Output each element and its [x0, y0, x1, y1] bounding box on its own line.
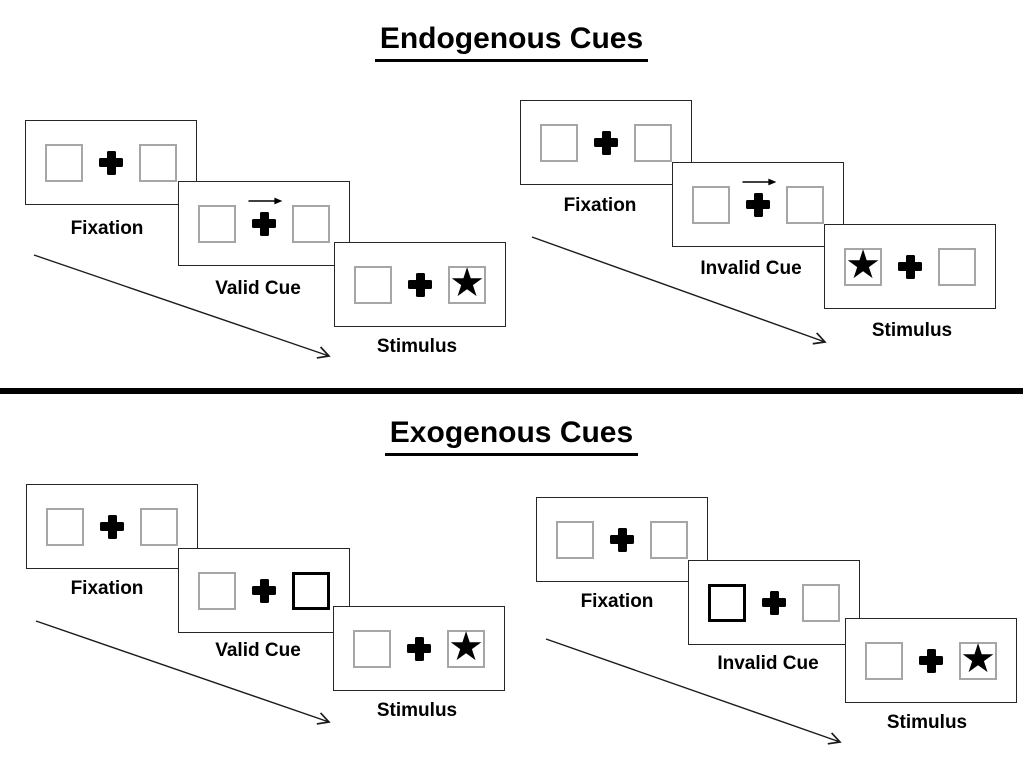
- panel-exogenous-valid-cue: [178, 548, 350, 633]
- fixation-cross-icon: [248, 197, 283, 236]
- right-box: ★: [447, 624, 485, 669]
- left-box: ★: [844, 242, 882, 287]
- panel-endogenous-valid-cue: [178, 181, 350, 266]
- fixation-cross-icon: [407, 636, 431, 661]
- fixation-cross-icon: [408, 272, 432, 297]
- fixation-cross-icon: [610, 527, 634, 552]
- panel-label-stimulus: Stimulus: [376, 700, 458, 721]
- panel-label-valid-cue: Valid Cue: [215, 278, 301, 299]
- panel-label-invalid-cue: Invalid Cue: [700, 258, 802, 279]
- panel-endogenous-invalid-stimulus: ★: [824, 224, 996, 309]
- left-box: [540, 123, 578, 162]
- panel-endogenous-valid-fixation: [25, 120, 197, 205]
- left-box: [865, 641, 903, 680]
- panel-exogenous-valid-fixation: [26, 484, 198, 569]
- left-box: [556, 520, 594, 559]
- fixation-cross-icon: [742, 178, 777, 217]
- fixation-cross-icon: [898, 254, 922, 279]
- panel-label-fixation: Fixation: [70, 218, 144, 239]
- right-box: [140, 507, 178, 546]
- left-box: [354, 265, 392, 304]
- panel-label-fixation: Fixation: [580, 591, 654, 612]
- right-box: [634, 123, 672, 162]
- right-box: [786, 185, 824, 224]
- cue-right-arrow-icon: [742, 178, 777, 185]
- panel-label-stimulus: Stimulus: [886, 712, 968, 733]
- right-box: [938, 247, 976, 286]
- section-divider: [0, 388, 1023, 394]
- panel-label-fixation: Fixation: [70, 578, 144, 599]
- right-box: ★: [448, 260, 486, 305]
- sequence-arrow: [33, 254, 331, 359]
- sequence-arrow: [531, 236, 827, 345]
- star-icon: ★: [449, 260, 485, 305]
- panel-endogenous-invalid-fixation: [520, 100, 692, 185]
- panel-label-stimulus: Stimulus: [376, 336, 458, 357]
- star-icon: ★: [448, 624, 484, 669]
- left-box: [353, 629, 391, 668]
- panel-label-fixation: Fixation: [563, 195, 637, 216]
- star-icon: ★: [960, 636, 996, 681]
- panel-label-valid-cue: Valid Cue: [215, 640, 301, 661]
- fixation-cross-icon: [99, 150, 123, 175]
- panel-label-stimulus: Stimulus: [871, 320, 953, 341]
- cue-right-arrow-icon: [248, 197, 283, 204]
- panel-endogenous-valid-stimulus: ★: [334, 242, 506, 327]
- panel-exogenous-invalid-fixation: [536, 497, 708, 582]
- fixation-cross-icon: [100, 514, 124, 539]
- left-box: [46, 507, 84, 546]
- right-box: [650, 520, 688, 559]
- star-icon: ★: [845, 242, 881, 287]
- panel-label-invalid-cue: Invalid Cue: [717, 653, 819, 674]
- right-box: ★: [959, 636, 997, 681]
- panel-exogenous-valid-stimulus: ★: [333, 606, 505, 691]
- left-box: [198, 204, 236, 243]
- panel-endogenous-invalid-cue: [672, 162, 844, 247]
- right-box: [139, 143, 177, 182]
- section-title-exogenous: Exogenous Cues: [0, 416, 1023, 456]
- section-title-endogenous: Endogenous Cues: [0, 22, 1023, 62]
- fixation-cross-icon: [919, 648, 943, 673]
- right-box-highlighted: [292, 571, 330, 610]
- left-box: [198, 571, 236, 610]
- fixation-cross-icon: [252, 578, 276, 603]
- fixation-cross-icon: [762, 590, 786, 615]
- panel-exogenous-invalid-stimulus: ★: [845, 618, 1017, 703]
- sequence-arrow: [35, 620, 331, 725]
- fixation-cross-icon: [594, 130, 618, 155]
- sequence-arrow: [545, 638, 842, 745]
- panel-exogenous-invalid-cue: [688, 560, 860, 645]
- left-box-highlighted: [708, 583, 746, 622]
- left-box: [45, 143, 83, 182]
- right-box: [292, 204, 330, 243]
- right-box: [802, 583, 840, 622]
- left-box: [692, 185, 730, 224]
